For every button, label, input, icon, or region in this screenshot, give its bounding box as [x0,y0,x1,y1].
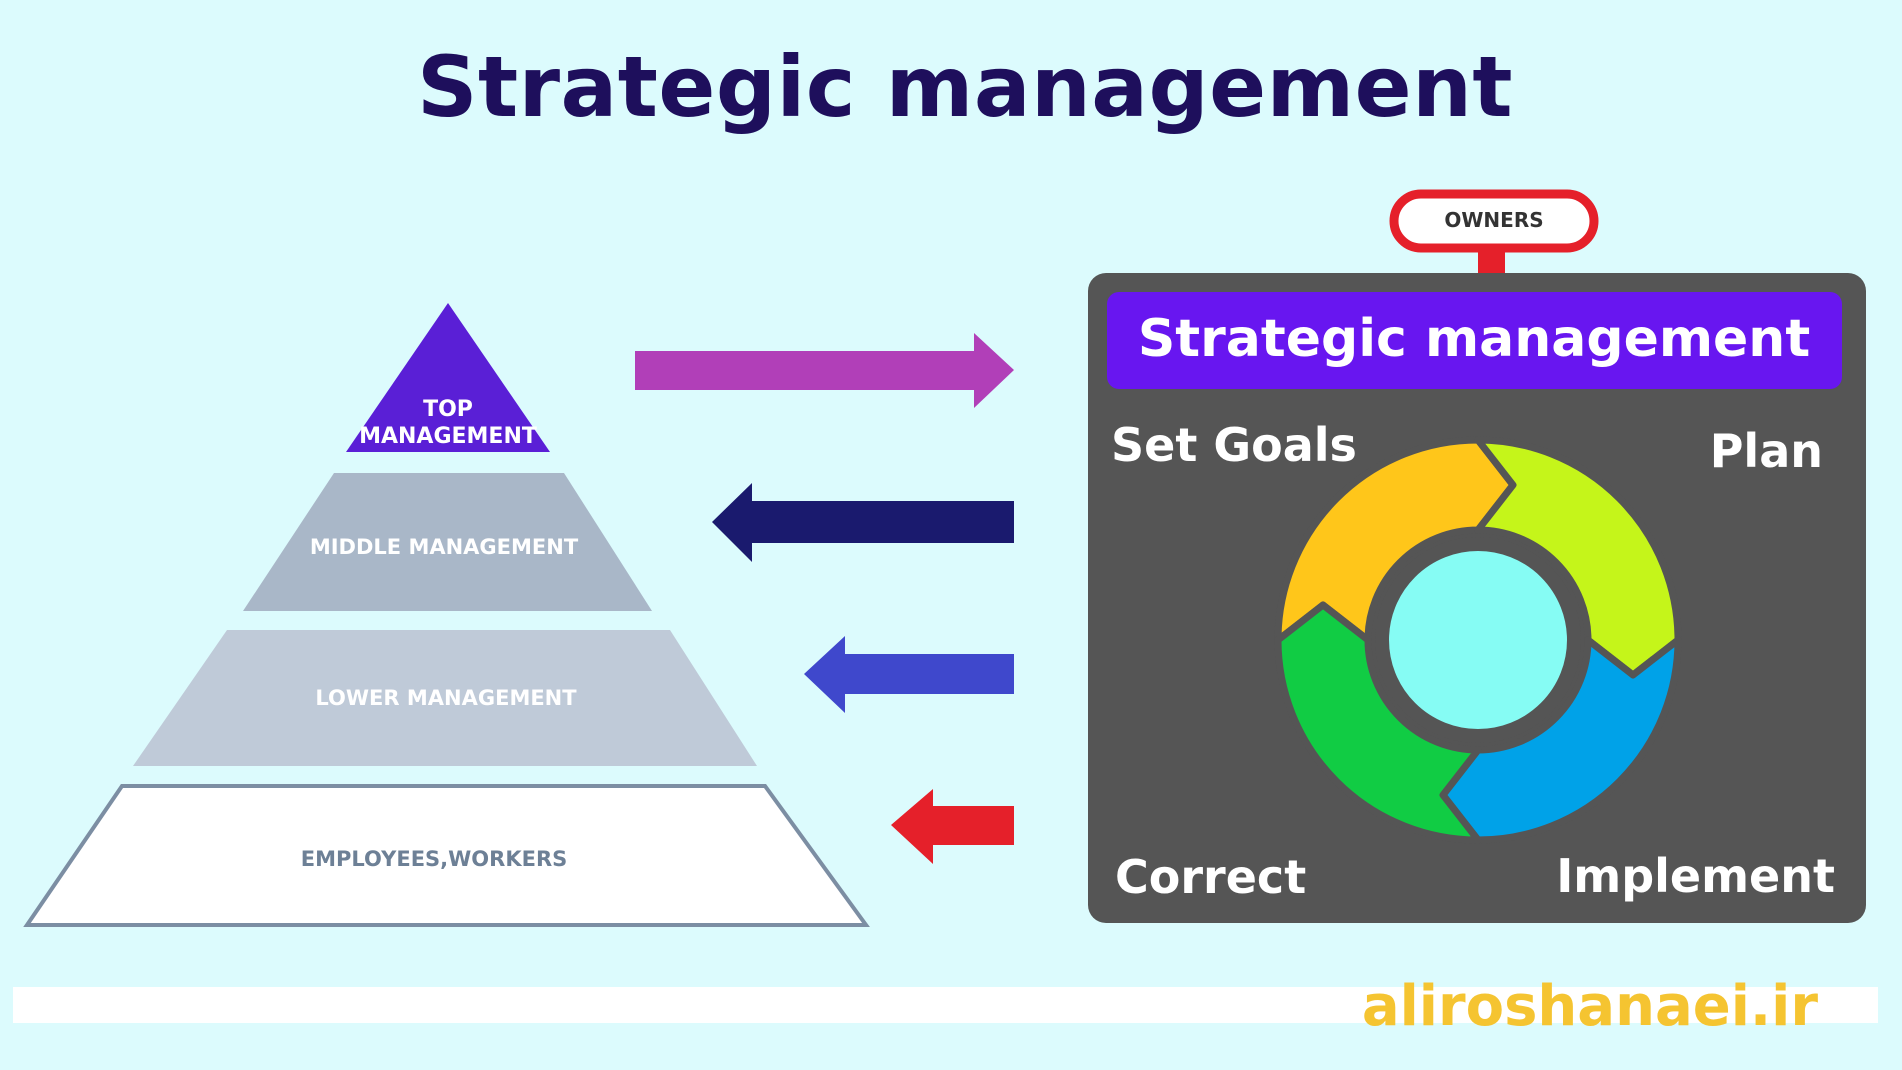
owners-tag-badge [1389,189,1599,253]
arrow-left-red [891,789,1014,864]
panel-header-bar [1107,292,1842,389]
cycle-segment-implement [1439,636,1682,844]
label-plan: Plan [1710,424,1823,478]
arrow-left-blue [804,636,1014,713]
pyramid-label-top-line2: MANAGEMENT [359,424,537,449]
footer-bar [13,987,1878,1023]
cycle-segment-set-goals [1274,436,1517,644]
cycle-center [1375,537,1581,743]
pyramid-label-top-line1: TOP [423,397,473,422]
footer-website: aliroshanaei.ir [1361,974,1818,1039]
pyramid-level-lower [133,630,757,766]
label-set-goals: Set Goals [1111,418,1357,472]
arrow-right-purple [635,333,1014,408]
pyramid-level-middle [243,473,652,611]
pyramid-level-employees [23,784,870,927]
pyramid-label-lower: LOWER MANAGEMENT [315,686,577,710]
label-implement: Implement [1556,849,1835,903]
pyramid-level-top [346,303,550,452]
pyramid-label-middle: MIDDLE MANAGEMENT [310,535,579,559]
strategy-panel: Strategic management Set Goals Plan Corr… [1088,273,1866,923]
owners-tag: OWNERS [1389,189,1599,274]
cycle-segment-correct [1274,601,1482,844]
arrow-left-navy [712,483,1014,562]
pyramid-label-employees: EMPLOYEES,WORKERS [301,847,567,871]
label-correct: Correct [1115,850,1306,904]
owners-tag-label: OWNERS [1444,208,1543,232]
pyramid: TOP MANAGEMENT MIDDLE MANAGEMENT LOWER M… [23,303,870,927]
panel-header: Strategic management [1138,309,1810,369]
page-title: Strategic management [416,38,1514,136]
cycle-diagram [1274,436,1682,844]
cycle-segment-plan [1474,436,1682,679]
arrows [635,333,1014,864]
